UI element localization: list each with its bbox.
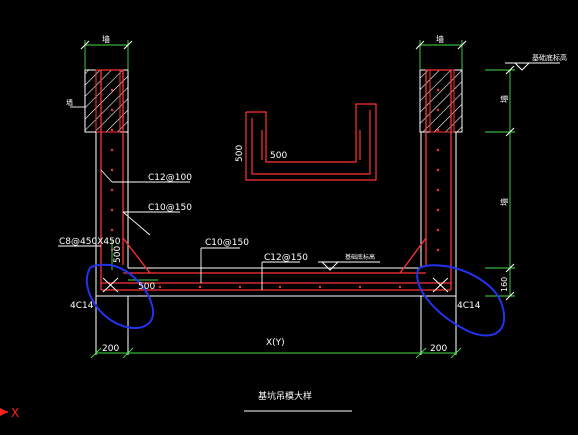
top-dim-left: 墙 (102, 34, 110, 44)
mold-detail (245, 103, 377, 181)
dimension-lines (84, 40, 515, 359)
dim-haunch-horiz: 500 (138, 282, 155, 292)
top-dim-right: 墙 (436, 34, 444, 44)
blue-annotation-right (416, 264, 506, 337)
drawing-title: 基坑吊模大样 (258, 390, 312, 402)
dim-right-width: 200 (430, 344, 447, 354)
callout-level-tag: 基础底标高 (345, 253, 375, 261)
callout-tie-rebar: C8@450X450 (59, 237, 121, 247)
right-dim-2: 墙 (499, 198, 509, 206)
dim-haunch-vert: 500 (113, 246, 123, 263)
callout-bottom-rebar: C12@150 (264, 253, 308, 263)
dim-detail-horiz: 500 (270, 151, 287, 161)
dimension-ticks (80, 40, 515, 301)
elevation-symbol-top (505, 62, 560, 71)
dim-span: X(Y) (266, 338, 285, 348)
right-dim-1: 墙 (499, 95, 509, 103)
blue-annotation-left (85, 263, 155, 330)
ucs-axis-icon: X (0, 406, 19, 420)
callout-wall-side-rebar: C10@150 (148, 203, 192, 213)
left-top-wall-block (84, 69, 129, 133)
left-wall-tag: 墙 (66, 98, 73, 107)
elevation-tag: 基础底标高 (532, 53, 567, 62)
corner-marks (102, 277, 449, 293)
dim-detail-vert: 500 (235, 145, 245, 162)
callout-top-wall-rebar: C12@100 (148, 173, 192, 183)
corner-bar-left: 4C14 (70, 301, 94, 311)
leader-lines (58, 62, 530, 290)
dim-left-width: 200 (102, 344, 119, 354)
callout-mid-bottom-rebar: C10@150 (205, 238, 249, 248)
rebar-cage (100, 69, 452, 291)
axis-x-label: X (11, 406, 19, 420)
rebar-dots (110, 88, 440, 289)
corner-bar-right: 4C14 (457, 301, 481, 311)
right-dim-3: 160 (500, 277, 509, 292)
elevation-symbol-bottom (318, 261, 380, 271)
labels: 墙 墙 墙 基础底标高 墙 墙 160 C12@100 C10@150 C8@4… (59, 34, 567, 402)
